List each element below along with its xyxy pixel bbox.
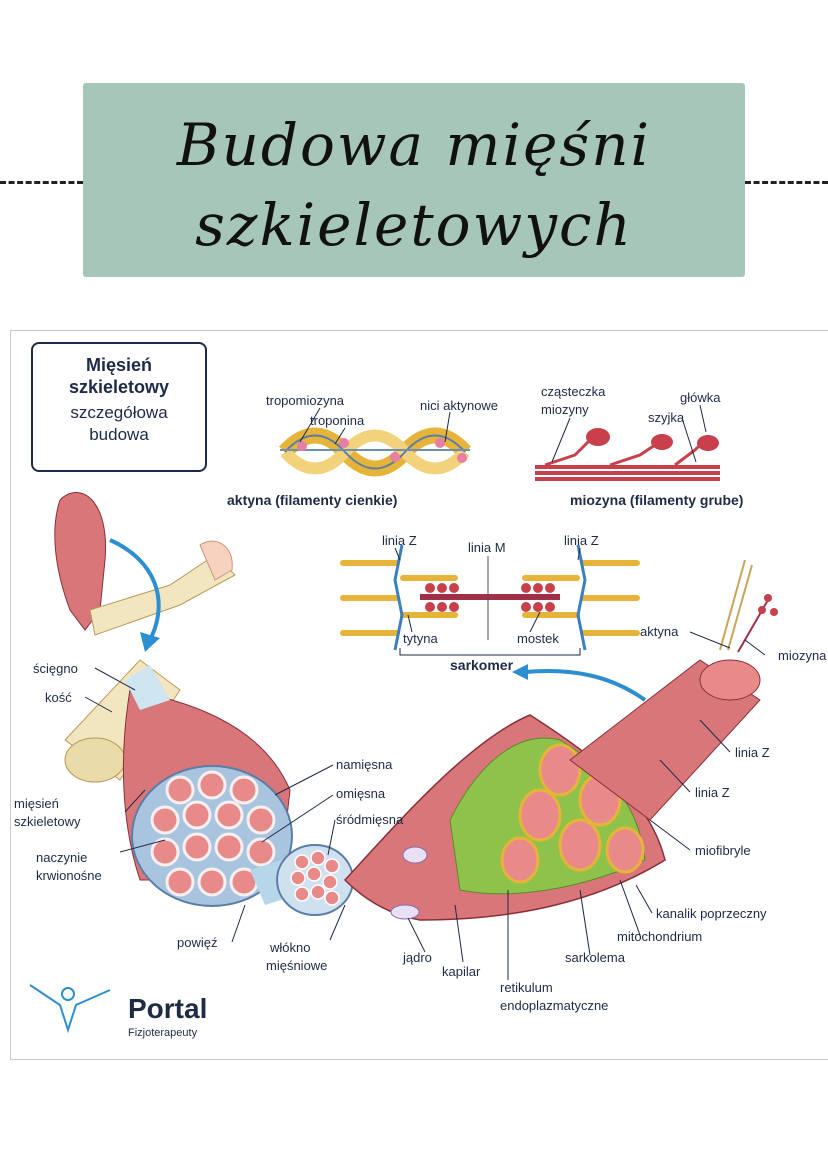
info-line-1: Mięsień [85, 355, 153, 375]
label-wlokno-1: włókno [269, 940, 310, 955]
arrow-to-sarcomere [524, 668, 647, 702]
label-omiesna: omięsna [336, 786, 386, 801]
label-linia-z-a: linia Z [735, 745, 770, 760]
label-wlokno-2: mięśniowe [266, 958, 327, 973]
info-line-2: szkieletowy [68, 377, 170, 397]
label-naczynie-1: naczynie [36, 850, 87, 865]
leader-lines [84, 404, 766, 980]
title-line-2: szkieletowych [195, 191, 633, 259]
arrow-head-sarcomere [512, 664, 528, 680]
muscle-fiber-illustration [343, 559, 778, 921]
label-jadro: jądro [402, 950, 432, 965]
label-miesien-1: mięsień [14, 796, 59, 811]
logo-subtitle: Fizjoterapeuty [128, 1027, 198, 1039]
label-mitochondrium: mitochondrium [617, 929, 702, 944]
label-kapilar: kapilar [442, 964, 481, 979]
label-miesien-2: szkieletowy [14, 814, 81, 829]
title-line-1: Budowa mięśni [176, 111, 652, 179]
arm-illustration [54, 492, 236, 636]
label-mostek: mostek [517, 631, 559, 646]
title-banner: Budowa mięśni szkieletowych [83, 83, 745, 277]
label-naczynie-2: krwionośne [36, 868, 102, 883]
label-namiesna: namięsna [336, 757, 393, 772]
label-miozyna-title: miozyna (filamenty grube) [570, 492, 743, 508]
fiber-bundle [276, 844, 354, 916]
info-box: Mięsień szkieletowy szczegółowa budowa [31, 342, 207, 472]
info-line-4: budowa [89, 425, 149, 444]
label-szyjka: szyjka [648, 410, 685, 425]
label-linia-z-b: linia Z [695, 785, 730, 800]
logo-figure-icon [61, 987, 75, 1001]
label-tropomiozyna: tropomiozyna [266, 393, 345, 408]
label-kosc: kość [45, 690, 72, 705]
label-miozyny: miozyny [541, 402, 589, 417]
label-sarkolema: sarkolema [565, 950, 626, 965]
label-miofibryle: miofibryle [695, 843, 751, 858]
arrow-from-arm [109, 538, 161, 641]
info-line-3: szczegółowa [70, 403, 168, 422]
label-nici-aktynowe: nici aktynowe [420, 398, 498, 413]
label-sciegno: ścięgno [33, 661, 78, 676]
portal-logo: Portal Fizjoterapeuty [29, 984, 207, 1039]
label-linia-m: linia M [468, 540, 506, 555]
label-powiez: powięź [177, 935, 217, 950]
label-linia-z-right: linia Z [564, 533, 599, 548]
label-miozyna: miozyna [778, 648, 827, 663]
dashed-rule-left [0, 181, 83, 184]
actin-filament-illustration [279, 427, 471, 477]
label-czasteczka: cząsteczka [541, 384, 606, 399]
label-aktyna-title: aktyna (filamenty cienkie) [227, 492, 397, 508]
dashed-rule-right [745, 181, 828, 184]
arrow-head-arm [140, 632, 160, 652]
label-troponina: troponina [310, 413, 365, 428]
label-linia-z-left: linia Z [382, 533, 417, 548]
label-srodmiesna: śródmięsna [336, 812, 404, 827]
label-glowka: główka [680, 390, 721, 405]
sarcomere-illustration [340, 544, 640, 656]
label-tytyna: tytyna [403, 631, 438, 646]
label-retikulum-2: endoplazmatyczne [500, 998, 608, 1013]
label-retikulum-1: retikulum [500, 980, 553, 995]
label-sarkomer: sarkomer [450, 657, 514, 673]
label-aktyna: aktyna [640, 624, 679, 639]
myosin-filament-illustration [535, 428, 720, 481]
logo-name: Portal [128, 993, 207, 1024]
label-kanalik: kanalik poprzeczny [656, 906, 767, 921]
